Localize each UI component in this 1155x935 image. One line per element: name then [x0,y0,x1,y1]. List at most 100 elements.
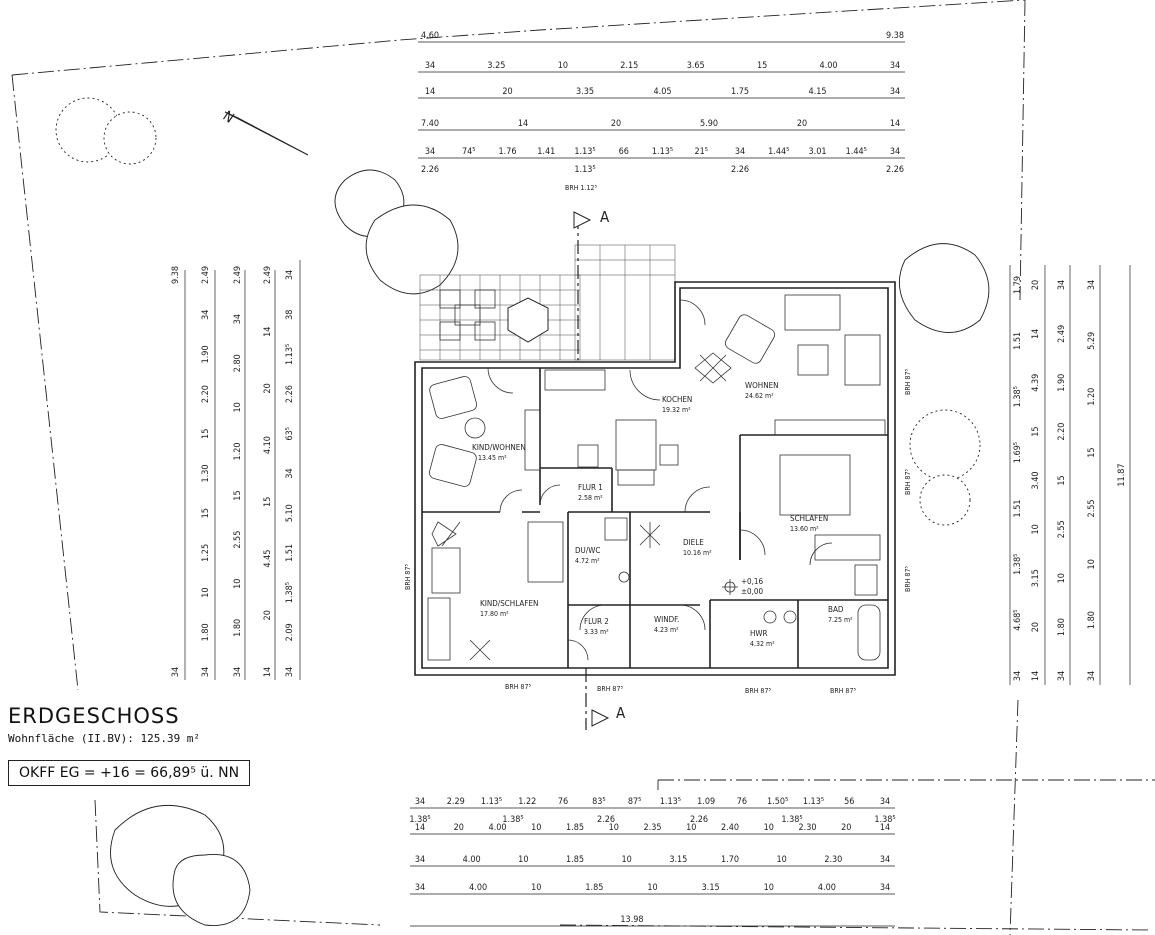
dimension-label: 1.80 [201,623,211,641]
dimension-label: 4.68⁵ [1013,610,1023,631]
dimension-label: 5.10 [285,504,295,522]
dimension-label: 83⁵ [592,797,606,807]
dimension-label: 10 [622,855,632,865]
dimension-lines [184,41,1131,927]
dimension-label: 34 [425,61,435,71]
dimension-label: 4.39 [1031,374,1041,392]
dimension-label: 13.98 [620,915,643,925]
room-area: 4.32 m² [750,640,775,648]
dimension-label: 1.80 [233,619,243,637]
dimension-label: 11.87 [1117,463,1127,486]
room-area: 24.62 m² [745,392,774,400]
dimension-label: 1.13⁵ [652,147,673,157]
dimension-label: 15 [757,61,767,71]
room-labels: KIND/WOHNEN 13.45 m² KOCHEN 19.32 m² WOH… [472,381,853,648]
window-label: BRH 87⁵ [597,685,623,693]
dimension-label: 1.85 [585,883,603,893]
dimension-label: 3.25 [487,61,505,71]
dimension-label: 1.44⁵ [846,147,867,157]
dimension-label: 3.35 [576,87,594,97]
level-upper: +0,16 [741,577,763,586]
dimension-label: 2.20 [1057,423,1067,441]
section-line-a [573,211,610,730]
dimension-label: 34 [233,314,243,324]
dimension-label: 20 [263,383,273,393]
north-arrow-icon: N [220,108,309,156]
room-name: DIELE [683,538,704,547]
dimension-label: 20 [454,823,464,833]
dimension-label: 10 [609,823,619,833]
dimension-label: 14 [263,327,273,337]
room-name: DU/WC [575,546,600,555]
room-name: KIND/SCHLAFEN [480,599,538,608]
dimension-label: 1.50⁵ [767,797,788,807]
room-area: 17.80 m² [480,610,509,618]
dimension-label: 3.65 [687,61,705,71]
dimension-label: 10 [233,579,243,589]
dimension-label: 1.51 [1013,499,1023,517]
dimension-label: 5.29 [1087,332,1097,350]
dimension-label: 1.38⁵ [1013,386,1023,407]
dimension-label: 4.00 [820,61,838,71]
svg-text:N: N [220,108,237,127]
dimension-label: 4.00 [818,883,836,893]
dimension-label: 1.13⁵ [803,797,824,807]
dimension-label: 63⁵ [285,427,295,441]
window-label: BRH 87⁵ [404,564,412,590]
dimension-label: 4.00 [488,823,506,833]
dimension-label: 10 [201,587,211,597]
dimension-label: 34 [1057,280,1067,290]
dimension-label: 2.80 [233,354,243,372]
dimension-label: 1.51 [1013,332,1023,350]
dimension-label: 3.15 [702,883,720,893]
dimension-label: 4.60 [421,31,439,41]
dimension-label: 1.90 [201,345,211,363]
dimension-label: 34 [285,667,295,677]
dimension-label: 34 [233,667,243,677]
dimension-label: 2.29 [447,797,465,807]
room-area: 10.16 m² [683,549,712,557]
dimension-label: 56 [844,797,854,807]
exterior-walls [414,281,896,676]
living-area-text: Wohnfläche (II.BV): 125.39 m² [8,732,201,745]
dimension-label: 9.38 [171,266,181,284]
dimension-label: 9.38 [886,31,904,41]
dimension-label: 2.26 [886,165,904,175]
dimension-label: 1.44⁵ [768,147,789,157]
dimension-label: 2.40 [721,823,739,833]
dimension-label: 1.20 [1087,388,1097,406]
dimension-label: 34 [415,797,425,807]
room-name: BAD [828,605,844,614]
dimension-label: 2.20 [201,385,211,403]
dimension-label: 2.55 [1087,499,1097,517]
dimension-label: 1.13⁵ [481,797,502,807]
dimension-label: 34 [890,147,900,157]
dimension-label: 14 [425,87,435,97]
room-name: FLUR 1 [578,483,603,492]
dimension-label: 15 [201,508,211,518]
page-title: ERDGESCHOSS [8,704,180,728]
dimension-label: 34 [880,797,890,807]
dimension-label: 1.75 [731,87,749,97]
dimension-label: 1.70 [721,855,739,865]
floor-level-box: OKFF EG = +16 = 66,89⁵ ü. NN [8,760,251,786]
dimension-label: 20 [263,610,273,620]
dimension-label: 14 [1031,671,1041,681]
dimension-label: 15 [201,429,211,439]
dimension-label: 10 [686,823,696,833]
window-label: BRH 87⁵ [904,566,912,592]
dimension-label: 1.85 [566,823,584,833]
dimension-label: 2.55 [1057,520,1067,538]
dimension-label: 14 [890,119,900,129]
dimension-label: 2.26 [285,385,295,403]
dimension-label: 1.09 [697,797,715,807]
dimension-label: 15 [263,497,273,507]
dimension-label: 4.00 [463,855,481,865]
dimension-label: 15 [1087,447,1097,457]
room-area: 2.58 m² [578,494,603,502]
title-block: ERDGESCHOSS Wohnfläche (II.BV): 125.39 m… [8,704,200,745]
dimension-label: 1.90 [1057,374,1067,392]
dimension-label: 1.69⁵ [1013,442,1023,463]
dimension-label: 34 [890,61,900,71]
